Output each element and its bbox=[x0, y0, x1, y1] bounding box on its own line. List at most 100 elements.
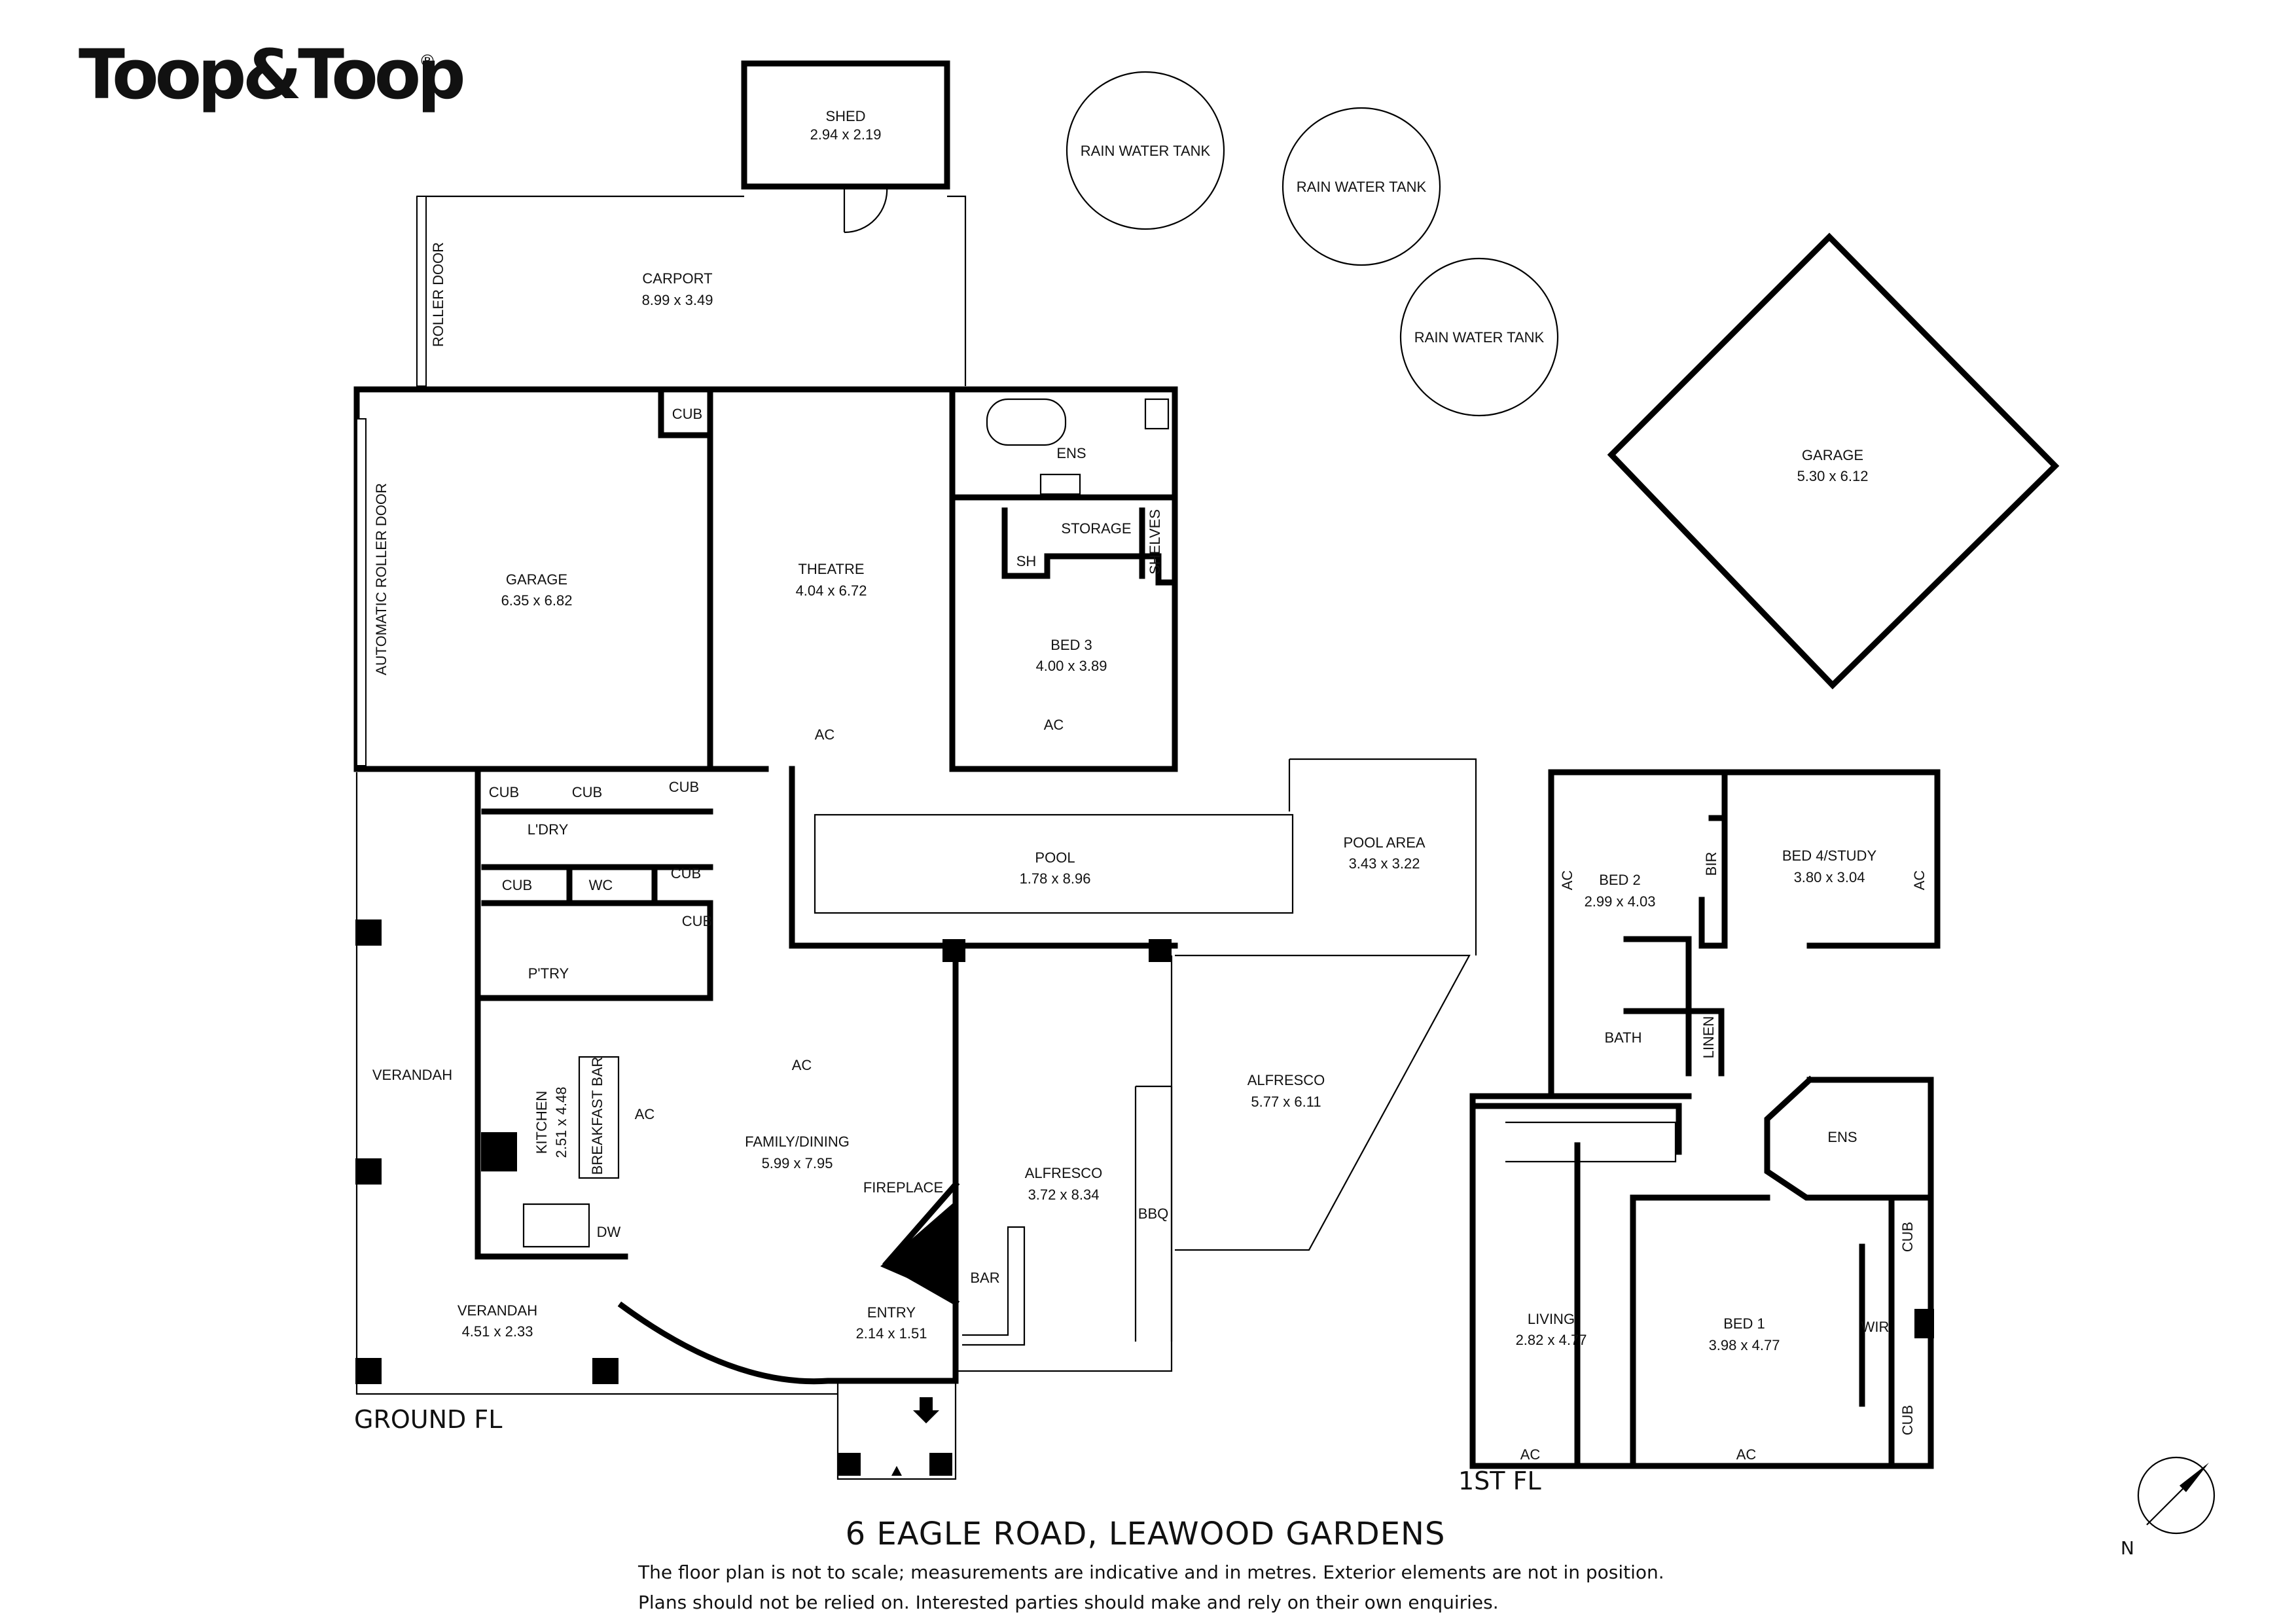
rain-tank-label: RAIN WATER TANK bbox=[1414, 329, 1545, 346]
ground-floor: SHED 2.94 x 2.19 CARPORT 8.99 x 3.49 ROL… bbox=[353, 60, 1477, 1480]
pillar bbox=[942, 939, 965, 962]
pool-area-size: 3.43 x 3.22 bbox=[1349, 855, 1420, 872]
pillar bbox=[592, 1358, 619, 1384]
dining-curved-wall bbox=[617, 939, 959, 1385]
cooktop bbox=[481, 1132, 517, 1171]
ac-label: AC bbox=[1559, 870, 1575, 891]
pillar bbox=[355, 919, 382, 946]
fireplace-fill bbox=[880, 1201, 956, 1299]
pool-wall bbox=[789, 766, 1178, 949]
pillar bbox=[1149, 939, 1172, 962]
entry-marker-icon bbox=[891, 1466, 902, 1476]
first-labels: BED 2 2.99 x 4.03 AC BIR BED 4/STUDY 3.8… bbox=[1516, 847, 1928, 1463]
verandah-outline bbox=[355, 772, 838, 1395]
linen-label: LINEN bbox=[1700, 1016, 1717, 1059]
ac-label: AC bbox=[1044, 717, 1064, 733]
outbuildings: RAIN WATER TANK RAIN WATER TANK RAIN WAT… bbox=[1066, 71, 2060, 690]
cub-label: CUB bbox=[682, 913, 712, 929]
dw-label: DW bbox=[597, 1224, 621, 1240]
fireplace-label: FIREPLACE bbox=[863, 1179, 943, 1196]
bath-walls bbox=[1623, 936, 1725, 1077]
cub-corner bbox=[658, 386, 713, 438]
compass-ring bbox=[2137, 1456, 2215, 1535]
rain-tank bbox=[1399, 257, 1559, 417]
pool-label: POOL bbox=[1035, 849, 1075, 866]
ground-labels: SHED 2.94 x 2.19 CARPORT 8.99 x 3.49 ROL… bbox=[372, 108, 1426, 1342]
alfresco-inner-label: ALFRESCO bbox=[1025, 1165, 1103, 1181]
family-dining-label: FAMILY/DINING bbox=[745, 1133, 850, 1150]
carport-outline bbox=[416, 195, 967, 386]
stairs-outline bbox=[1505, 1121, 1677, 1163]
compass: N bbox=[2121, 1456, 2215, 1559]
pillar bbox=[838, 1453, 861, 1476]
auto-roller-door-label: AUTOMATIC ROLLER DOOR bbox=[373, 483, 389, 675]
ac-label: AC bbox=[815, 726, 835, 743]
shed-walls bbox=[741, 60, 950, 190]
bar-counter bbox=[962, 1226, 1026, 1346]
roller-door-frame bbox=[416, 196, 427, 387]
alfresco-outer-label: ALFRESCO bbox=[1247, 1072, 1325, 1088]
laundry-internal bbox=[481, 808, 713, 906]
pillar bbox=[929, 1453, 952, 1476]
sink bbox=[522, 1203, 590, 1248]
bed3-size: 4.00 x 3.89 bbox=[1036, 658, 1107, 674]
bed1-walls bbox=[1630, 1194, 1770, 1469]
bed2-label: BED 2 bbox=[1599, 872, 1641, 888]
brand-logo: Toop&Toop ® bbox=[79, 35, 467, 115]
cub-label: CUB bbox=[671, 865, 701, 882]
breakfast-bar bbox=[578, 1056, 620, 1179]
verandah-left-label: VERANDAH bbox=[372, 1067, 452, 1083]
ac-label: AC bbox=[792, 1057, 812, 1073]
verandah-bottom-label: VERANDAH bbox=[457, 1302, 537, 1319]
upper-internal-walls bbox=[707, 386, 1178, 772]
kitchen-west-wall bbox=[475, 900, 628, 1260]
storage-walls bbox=[1001, 507, 1178, 586]
shed-size: 2.94 x 2.19 bbox=[810, 126, 882, 143]
living-walls bbox=[1469, 1093, 1692, 1469]
detached-garage-size: 5.30 x 6.12 bbox=[1797, 468, 1869, 484]
ac-label: AC bbox=[1911, 870, 1928, 891]
ens-label: ENS bbox=[1056, 445, 1086, 461]
first-floor-label: 1ST FL bbox=[1458, 1467, 1541, 1495]
bed2-bed4-partition bbox=[1698, 769, 1728, 949]
bath-label: BATH bbox=[1604, 1029, 1641, 1046]
north-arrow-icon bbox=[2179, 1463, 2209, 1492]
cub-label: CUB bbox=[672, 406, 702, 422]
alfresco-outer-size: 5.77 x 6.11 bbox=[1251, 1094, 1321, 1110]
rain-tank bbox=[1066, 71, 1225, 230]
theatre-size: 4.04 x 6.72 bbox=[796, 582, 867, 599]
detached-garage-label: GARAGE bbox=[1802, 447, 1863, 463]
bed4-size: 3.80 x 3.04 bbox=[1794, 869, 1865, 885]
shelves-label: SHELVES bbox=[1147, 509, 1163, 575]
bed4-label: BED 4/STUDY bbox=[1782, 847, 1877, 864]
rain-tank bbox=[1282, 107, 1441, 266]
first-floor: BED 2 2.99 x 4.03 AC BIR BED 4/STUDY 3.8… bbox=[1458, 769, 1941, 1495]
pool bbox=[814, 813, 1294, 914]
registered-mark: ® bbox=[419, 52, 436, 71]
bir-label: BIR bbox=[1703, 852, 1719, 876]
kitchen-label: KITCHEN bbox=[533, 1091, 550, 1154]
alfresco-inner-size: 3.72 x 8.34 bbox=[1028, 1186, 1100, 1203]
upper-north-walls bbox=[1548, 769, 1941, 949]
carport-label: CARPORT bbox=[642, 270, 712, 287]
living-size: 2.82 x 4.77 bbox=[1516, 1332, 1587, 1348]
rain-tank-label: RAIN WATER TANK bbox=[1297, 179, 1427, 195]
disclaimer-line1: The floor plan is not to scale; measurem… bbox=[637, 1561, 1664, 1583]
alfresco-inner-outline bbox=[954, 946, 1173, 1372]
rain-tank-label: RAIN WATER TANK bbox=[1081, 143, 1211, 159]
shed-label: SHED bbox=[825, 108, 865, 124]
cub-label: CUB bbox=[1899, 1405, 1916, 1435]
ac-label: AC bbox=[635, 1106, 655, 1122]
compass-north-label: N bbox=[2121, 1537, 2134, 1559]
entry-label: ENTRY bbox=[867, 1304, 916, 1321]
living-label: LIVING bbox=[1528, 1311, 1575, 1327]
cub-label: CUB bbox=[489, 784, 519, 800]
ground-floor-label: GROUND FL bbox=[354, 1405, 502, 1434]
bed1-label: BED 1 bbox=[1723, 1315, 1765, 1332]
wir-walls bbox=[1859, 1194, 1895, 1469]
kitchen-size: 2.51 x 4.48 bbox=[553, 1087, 569, 1158]
garage-size: 6.35 x 6.82 bbox=[501, 592, 573, 609]
pillar bbox=[355, 1358, 382, 1384]
toilet bbox=[1144, 398, 1170, 430]
